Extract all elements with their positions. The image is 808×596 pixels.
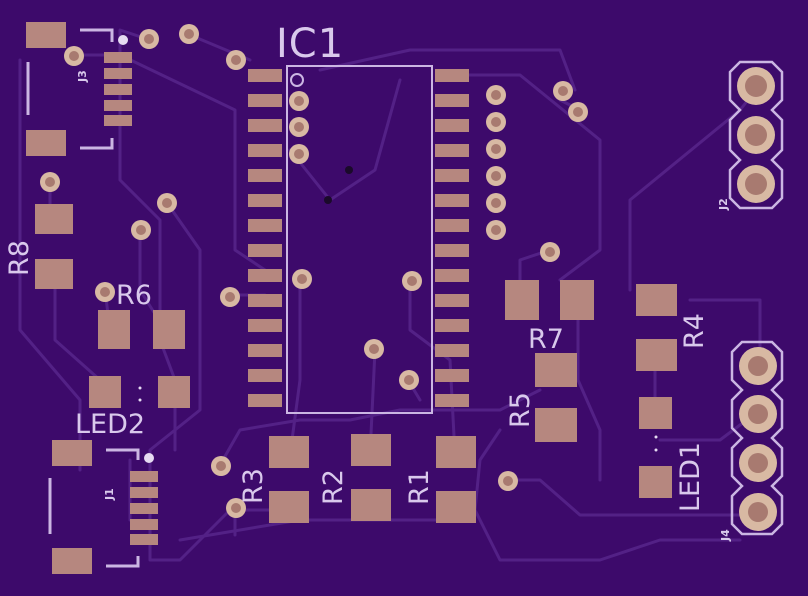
r3-label: R3 [238,468,269,504]
j2-header [728,60,784,210]
ic1-outline [286,65,433,414]
r1-resistor [436,436,476,523]
r8-label: R8 [4,240,35,276]
r6-label: R6 [116,280,152,311]
r5-label: R5 [505,392,536,428]
j4-label: J4 [719,529,732,541]
r1-label: R1 [404,469,435,505]
r8-resistor [35,204,73,289]
j3-connector [26,22,132,156]
j1-connector [48,440,158,574]
ic1-left-pads [248,69,282,407]
r4-resistor [636,284,677,371]
j3-label: J3 [76,70,89,82]
ic1-right-pads [435,69,469,407]
j2-label: J2 [717,198,730,210]
via-small [345,166,353,174]
vias [40,24,588,518]
j4-header [730,340,784,536]
ic1-label: IC1 [276,21,345,67]
led1-label: LED1 [675,441,706,512]
via-small [324,196,332,204]
r2-label: R2 [318,469,349,505]
ic1-pin1-marker [290,73,304,87]
r7-label: R7 [528,324,564,355]
r2-resistor [351,434,391,521]
led2-label: LED2 [75,409,146,440]
r3-resistor [269,436,309,523]
r7-resistor [505,280,594,320]
led2 [89,376,190,408]
r4-label: R4 [679,313,710,349]
j1-label: J1 [103,488,116,500]
r5-resistor [535,353,577,442]
r6-resistor [98,310,185,349]
led1 [639,397,672,498]
